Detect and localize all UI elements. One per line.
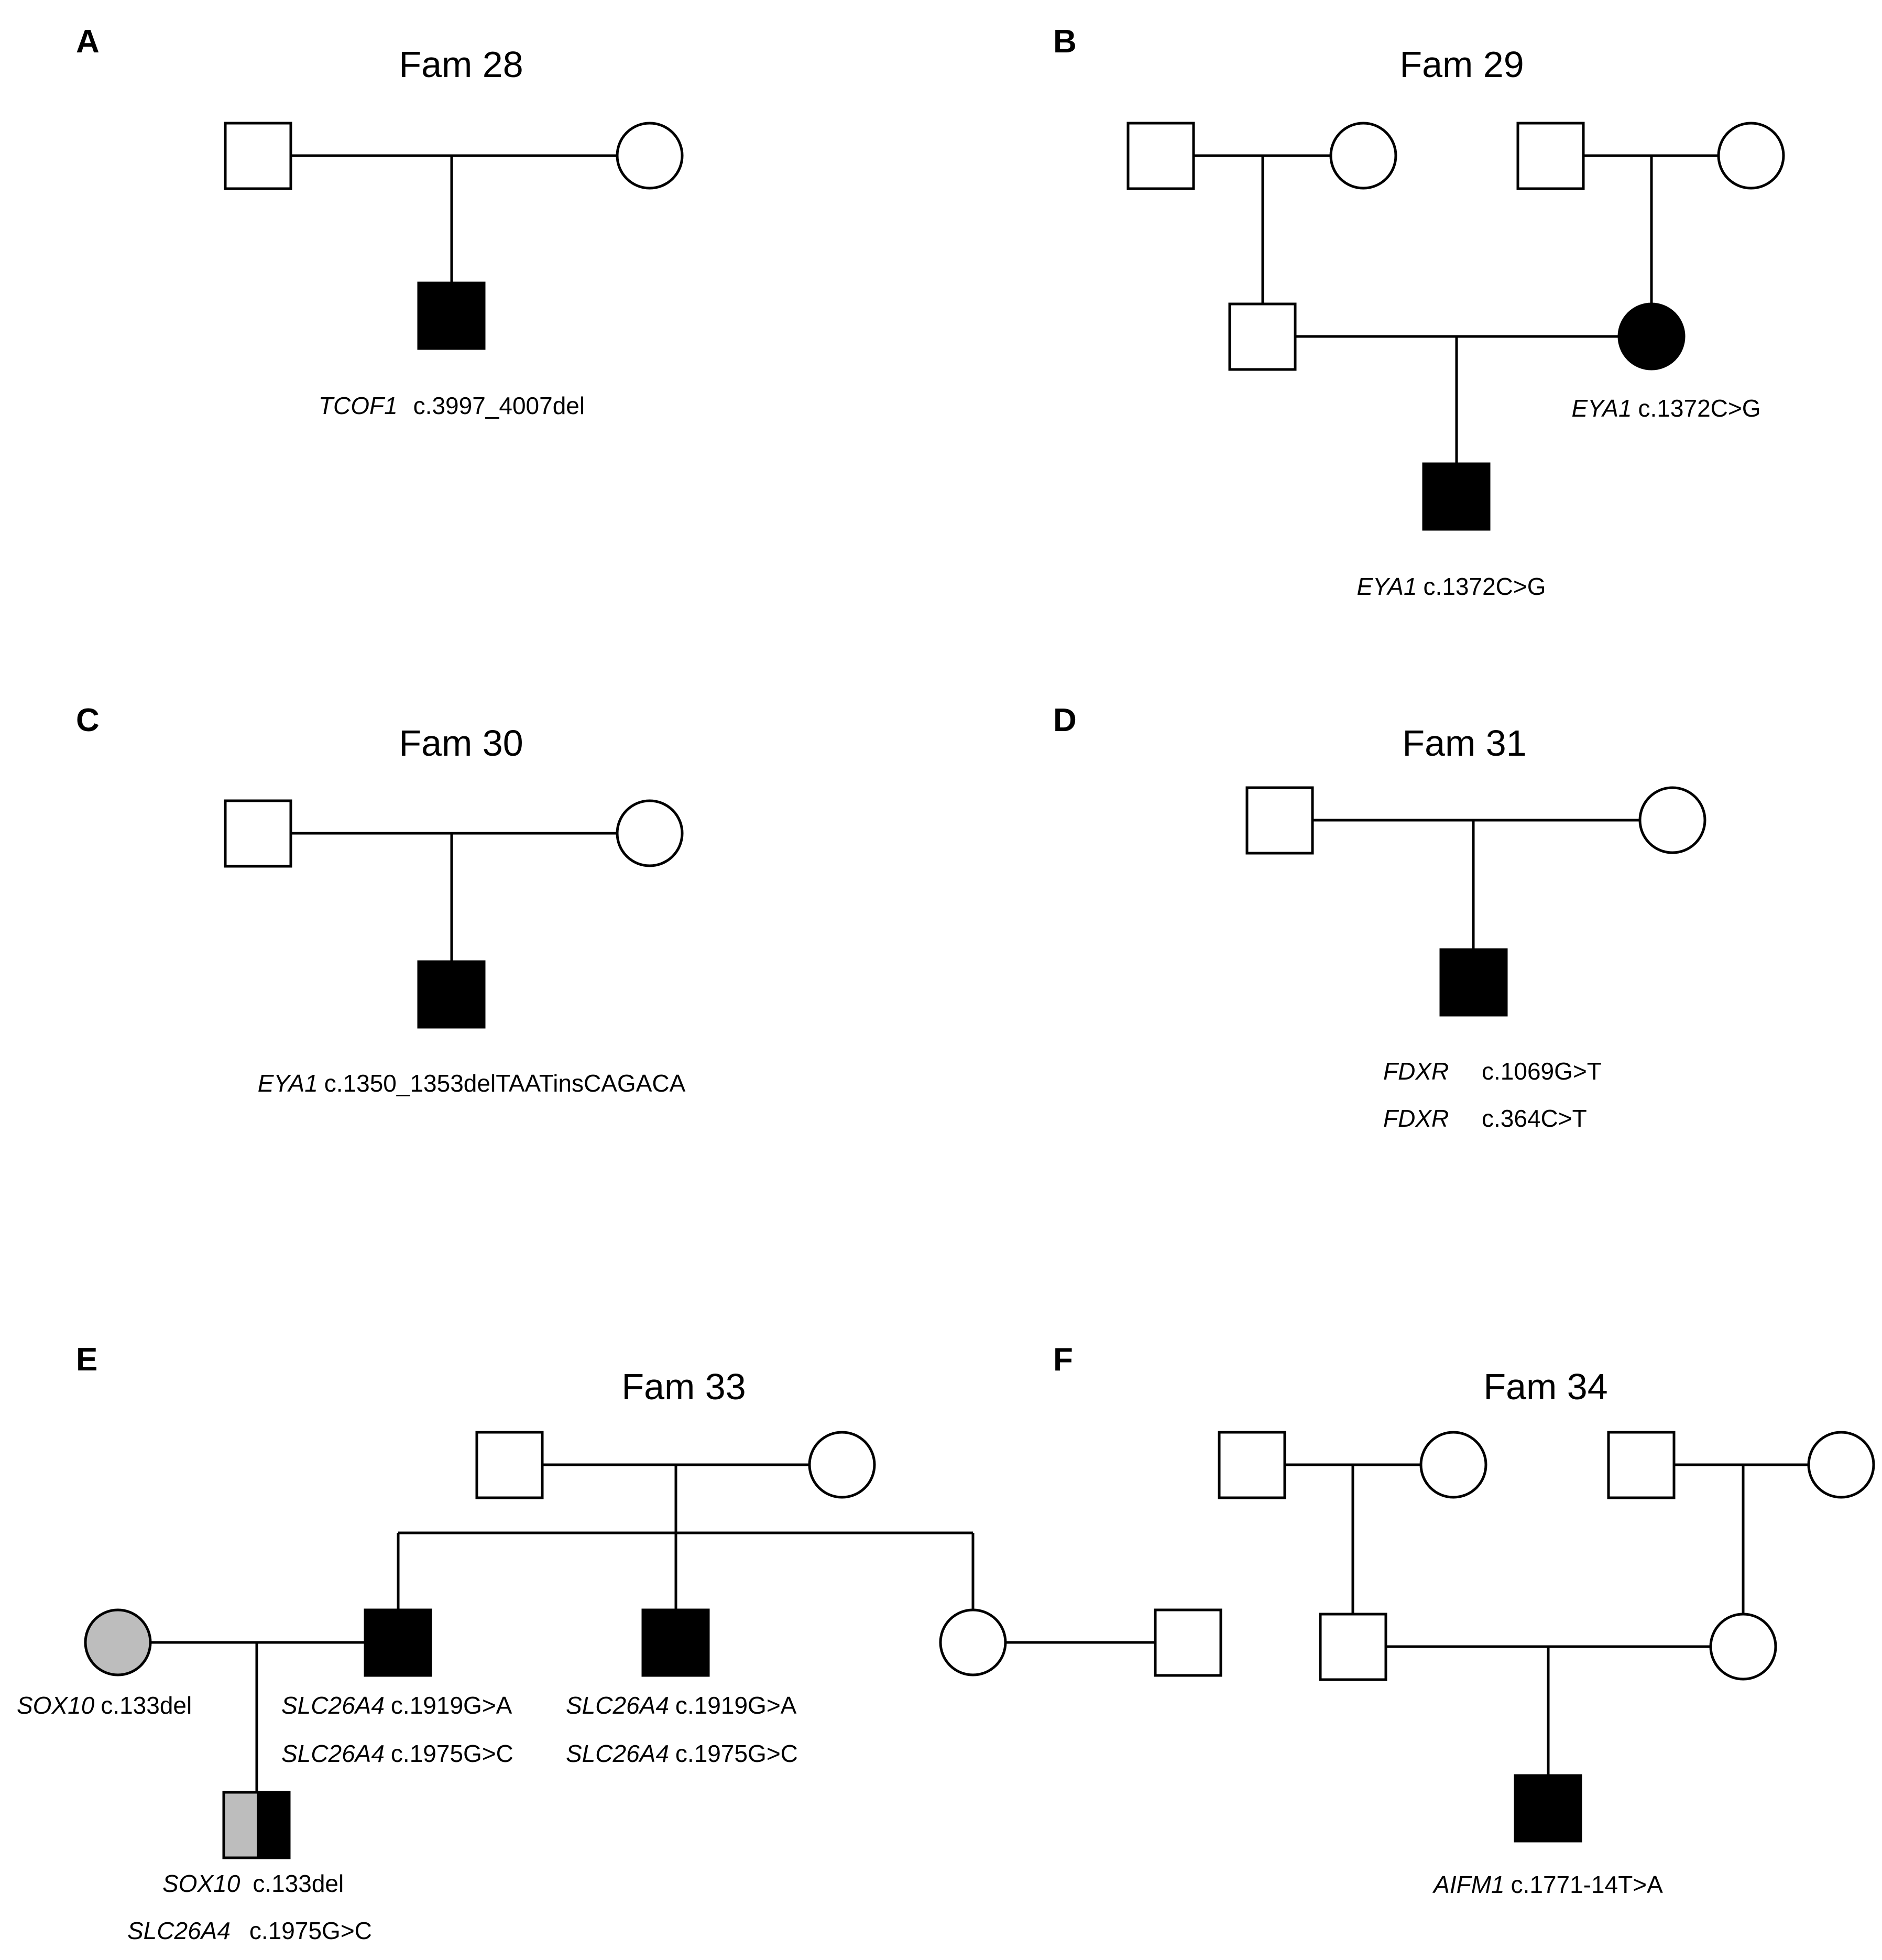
variant-change: c.1771-14T>A [1511,1871,1664,1898]
grandmother-e [808,1431,876,1499]
mother-d [1638,786,1706,854]
variant-change: c.1975G>C [249,1917,372,1944]
grandmother-f-maternal [1807,1431,1875,1499]
proband-e [364,1608,432,1677]
father-a [224,122,292,190]
variant-change: c.1975G>C [675,1740,798,1767]
panel-label-b: B [1053,24,1077,60]
gene-name: SLC26A4 [566,1692,669,1719]
gene-name: SLC26A4 [281,1692,385,1719]
gene-name: EYA1 [258,1070,318,1097]
father-c [224,799,292,868]
father-f [1319,1613,1387,1681]
variant-change: c.1069G>T [1482,1058,1602,1085]
father-d [1245,786,1314,855]
grandmother-b-maternal [1717,122,1785,190]
variant-change: c.133del [253,1870,344,1897]
variant-change: c.1919G>A [391,1692,512,1719]
proband-b [1422,462,1491,531]
child-e-outline [222,1791,291,1859]
proband-c [417,960,486,1029]
gene-name: FDXR [1383,1058,1449,1085]
variant-label-d-1: FDXR c.1069G>T [1383,1058,1602,1085]
family-title-c: Fam 30 [399,723,523,764]
gene-name: SLC26A4 [566,1740,669,1767]
grandfather-f-maternal [1607,1431,1676,1499]
family-title-b: Fam 29 [1399,44,1524,85]
variant-change: c.133del [101,1692,192,1719]
family-title-d: Fam 31 [1402,723,1526,764]
mother-b [1617,302,1686,371]
panel-label-c: C [76,702,100,738]
mother-a [616,122,684,190]
variant-label-a: TCOF1 c.3997_4007del [319,392,585,419]
proband-f [1514,1774,1582,1843]
family-title-a: Fam 28 [399,44,523,85]
proband-d [1439,948,1508,1017]
grandmother-b-paternal [1329,122,1397,190]
variant-change: c.1372C>G [1424,573,1546,600]
panel-d: D Fam 31 FDXR c.1069G>T FDXR c.364C>T [1053,702,1706,1132]
proband-a [417,281,486,350]
child-e-right-half [257,1792,289,1858]
family-title-e: Fam 33 [621,1366,746,1407]
mother-c [616,799,684,867]
panel-f: F Fam 34 AIFM1 c.1771-14T>A [1053,1342,1875,1898]
grandmother-f-paternal [1419,1431,1487,1499]
variant-label-b-proband: EYA1 c.1372C>G [1356,573,1546,600]
brother-e [641,1608,710,1677]
gene-name: AIFM1 [1432,1871,1504,1898]
panel-label-a: A [76,24,100,60]
grandfather-b-paternal [1126,122,1195,190]
grandfather-b-maternal [1516,122,1585,190]
variant-change: c.3997_4007del [413,392,585,419]
grandfather-e [475,1431,544,1499]
variant-label-f: AIFM1 c.1771-14T>A [1432,1871,1663,1898]
variant-label-e-child-2: SLC26A4 c.1975G>C [127,1917,372,1944]
variant-change: c.364C>T [1482,1105,1587,1132]
gene-name: SLC26A4 [127,1917,231,1944]
family-title-f: Fam 34 [1483,1366,1607,1407]
mother-f [1709,1613,1777,1681]
gene-name: EYA1 [1571,395,1632,422]
panel-label-d: D [1053,702,1077,738]
sister-spouse-e [1154,1608,1222,1677]
father-b [1228,302,1297,371]
panel-label-e: E [76,1342,97,1378]
spouse-e [84,1608,152,1676]
panel-label-f: F [1053,1342,1073,1378]
variant-change: c.1372C>G [1638,395,1761,422]
child-e-left-half [224,1792,257,1858]
gene-name: EYA1 [1356,573,1417,600]
grandfather-f-paternal [1218,1431,1286,1499]
gene-name: SOX10 [162,1870,240,1897]
variant-change: c.1975G>C [391,1740,513,1767]
sister-e [939,1608,1007,1676]
variant-change: c.1350_1353delTAATinsCAGACA [324,1070,686,1097]
gene-name: SLC26A4 [281,1740,385,1767]
child-e [222,1791,291,1859]
panel-a: A Fam 28 TCOF1 c.3997_4007del [76,24,684,419]
variant-label-e-child-1: SOX10 c.133del [162,1870,344,1897]
gene-name: FDXR [1383,1105,1449,1132]
gene-name: TCOF1 [319,392,398,419]
gene-name: SOX10 [17,1692,95,1719]
variant-change: c.1919G>A [675,1692,797,1719]
variant-label-d-2: FDXR c.364C>T [1383,1105,1587,1132]
